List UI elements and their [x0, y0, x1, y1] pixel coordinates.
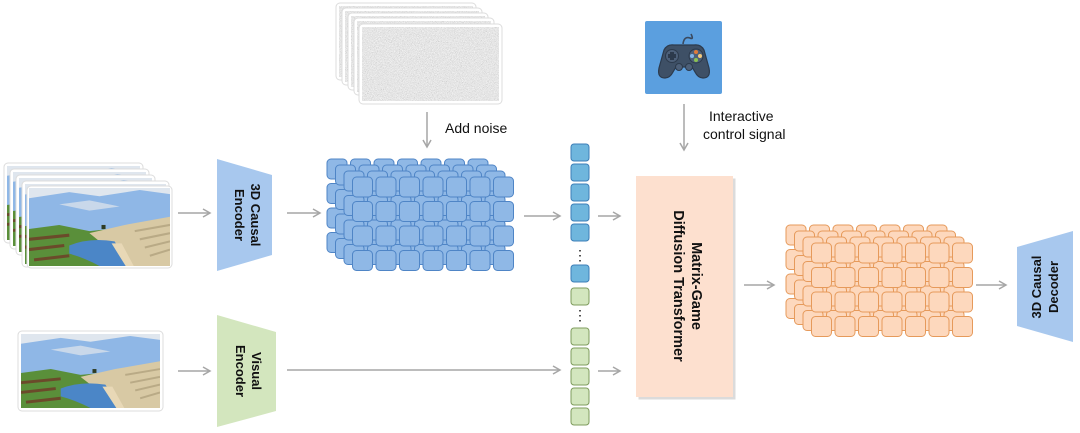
latent-cell: [352, 176, 373, 198]
latent-cell: [399, 250, 420, 271]
image-token: [570, 347, 590, 366]
latent-cell: [493, 201, 514, 222]
latent-cell: [422, 201, 444, 222]
video-token: [570, 264, 590, 283]
output-latent-cell: [881, 291, 903, 313]
latent-cell: [375, 225, 397, 247]
output-latent-cell: [928, 316, 950, 337]
latent-cell: [375, 201, 397, 222]
output-latent-cell: [928, 267, 950, 288]
latent-cell: [469, 176, 491, 198]
latent-cell: [352, 250, 373, 271]
output-latent-grid: [785, 224, 973, 337]
controller-box: [645, 21, 722, 94]
video-token: [570, 163, 590, 182]
latent-cell: [399, 176, 420, 198]
reference-image: [17, 330, 164, 412]
decoder-3d-label-2: Decoder: [1046, 261, 1061, 313]
input-video-frames: [3, 162, 173, 269]
output-latent-cell: [834, 316, 856, 337]
latent-cell: [446, 176, 467, 198]
encoder-3d-label-1: 3D Causal: [248, 184, 263, 247]
noisy-latent-grid: [326, 158, 514, 271]
output-latent-cell: [858, 291, 879, 313]
latent-cell: [352, 201, 373, 222]
output-latent-cell: [928, 242, 950, 264]
output-latent-cell: [881, 242, 903, 264]
matrix-game-dit: Matrix-Game Diffusion Transformer: [636, 176, 736, 400]
video-token: [570, 183, 590, 202]
frame-front: [26, 185, 173, 269]
token-ellipsis-image: ⋮: [573, 307, 587, 323]
latent-cell: [469, 225, 491, 247]
output-latent-cell: [811, 316, 832, 337]
gamepad-icon: [658, 33, 710, 79]
latent-cell: [375, 176, 397, 198]
image-token: [570, 387, 590, 406]
latent-cell: [493, 225, 514, 247]
3d-causal-encoder: 3D Causal Encoder: [217, 159, 272, 271]
output-latent-cell: [834, 291, 856, 313]
image-token: [570, 327, 590, 346]
video-token: [570, 203, 590, 222]
noise-stack: [335, 2, 503, 105]
output-latent-cell: [952, 316, 973, 337]
output-latent-cell: [952, 242, 973, 264]
latent-cell: [469, 201, 491, 222]
latent-cell: [422, 225, 444, 247]
output-latent-cell: [811, 267, 832, 288]
output-latent-cell: [811, 242, 832, 264]
latent-cell: [399, 225, 420, 247]
dit-label-1: Matrix-Game: [688, 242, 704, 330]
latent-cell: [493, 250, 514, 271]
output-latent-cell: [905, 242, 926, 264]
noise-frame-front: [358, 23, 503, 105]
latent-cell: [446, 225, 467, 247]
control-label-2: control signal: [703, 126, 786, 142]
token-sequence: [570, 143, 590, 426]
image-token: [570, 367, 590, 386]
latent-cell: [399, 201, 420, 222]
latent-cell: [493, 176, 514, 198]
output-latent-cell: [952, 267, 973, 288]
encoder-3d-label-2: Encoder: [232, 189, 247, 241]
output-latent-cell: [858, 242, 879, 264]
3d-causal-decoder: 3D Causal Decoder: [1017, 231, 1073, 342]
output-latent-cell: [834, 267, 856, 288]
dit-label-2: Diffusion Transformer: [670, 210, 686, 362]
output-latent-cell: [858, 267, 879, 288]
latent-cell: [352, 225, 373, 247]
visual-encoder-label-2: Encoder: [233, 345, 248, 397]
visual-encoder-label-1: Visual: [249, 352, 264, 390]
output-latent-cell: [928, 291, 950, 313]
output-latent-cell: [811, 291, 832, 313]
token-ellipsis-video: ⋮: [573, 247, 587, 263]
video-token: [570, 143, 590, 162]
output-latent-cell: [905, 291, 926, 313]
latent-cell: [422, 250, 444, 271]
latent-cell: [375, 250, 397, 271]
visual-encoder: Visual Encoder: [217, 315, 276, 427]
output-latent-cell: [881, 316, 903, 337]
control-label-1: Interactive: [709, 108, 774, 124]
image-token: [570, 287, 590, 306]
latent-cell: [446, 250, 467, 271]
latent-cell: [469, 250, 491, 271]
image-token: [570, 407, 590, 426]
decoder-3d-label-1: 3D Causal: [1029, 256, 1044, 319]
output-latent-cell: [905, 316, 926, 337]
output-latent-cell: [881, 267, 903, 288]
output-latent-cell: [952, 291, 973, 313]
latent-cell: [446, 201, 467, 222]
output-latent-cell: [858, 316, 879, 337]
output-latent-cell: [834, 242, 856, 264]
video-token: [570, 223, 590, 242]
latent-cell: [422, 176, 444, 198]
add-noise-label: Add noise: [445, 120, 507, 136]
output-latent-cell: [905, 267, 926, 288]
